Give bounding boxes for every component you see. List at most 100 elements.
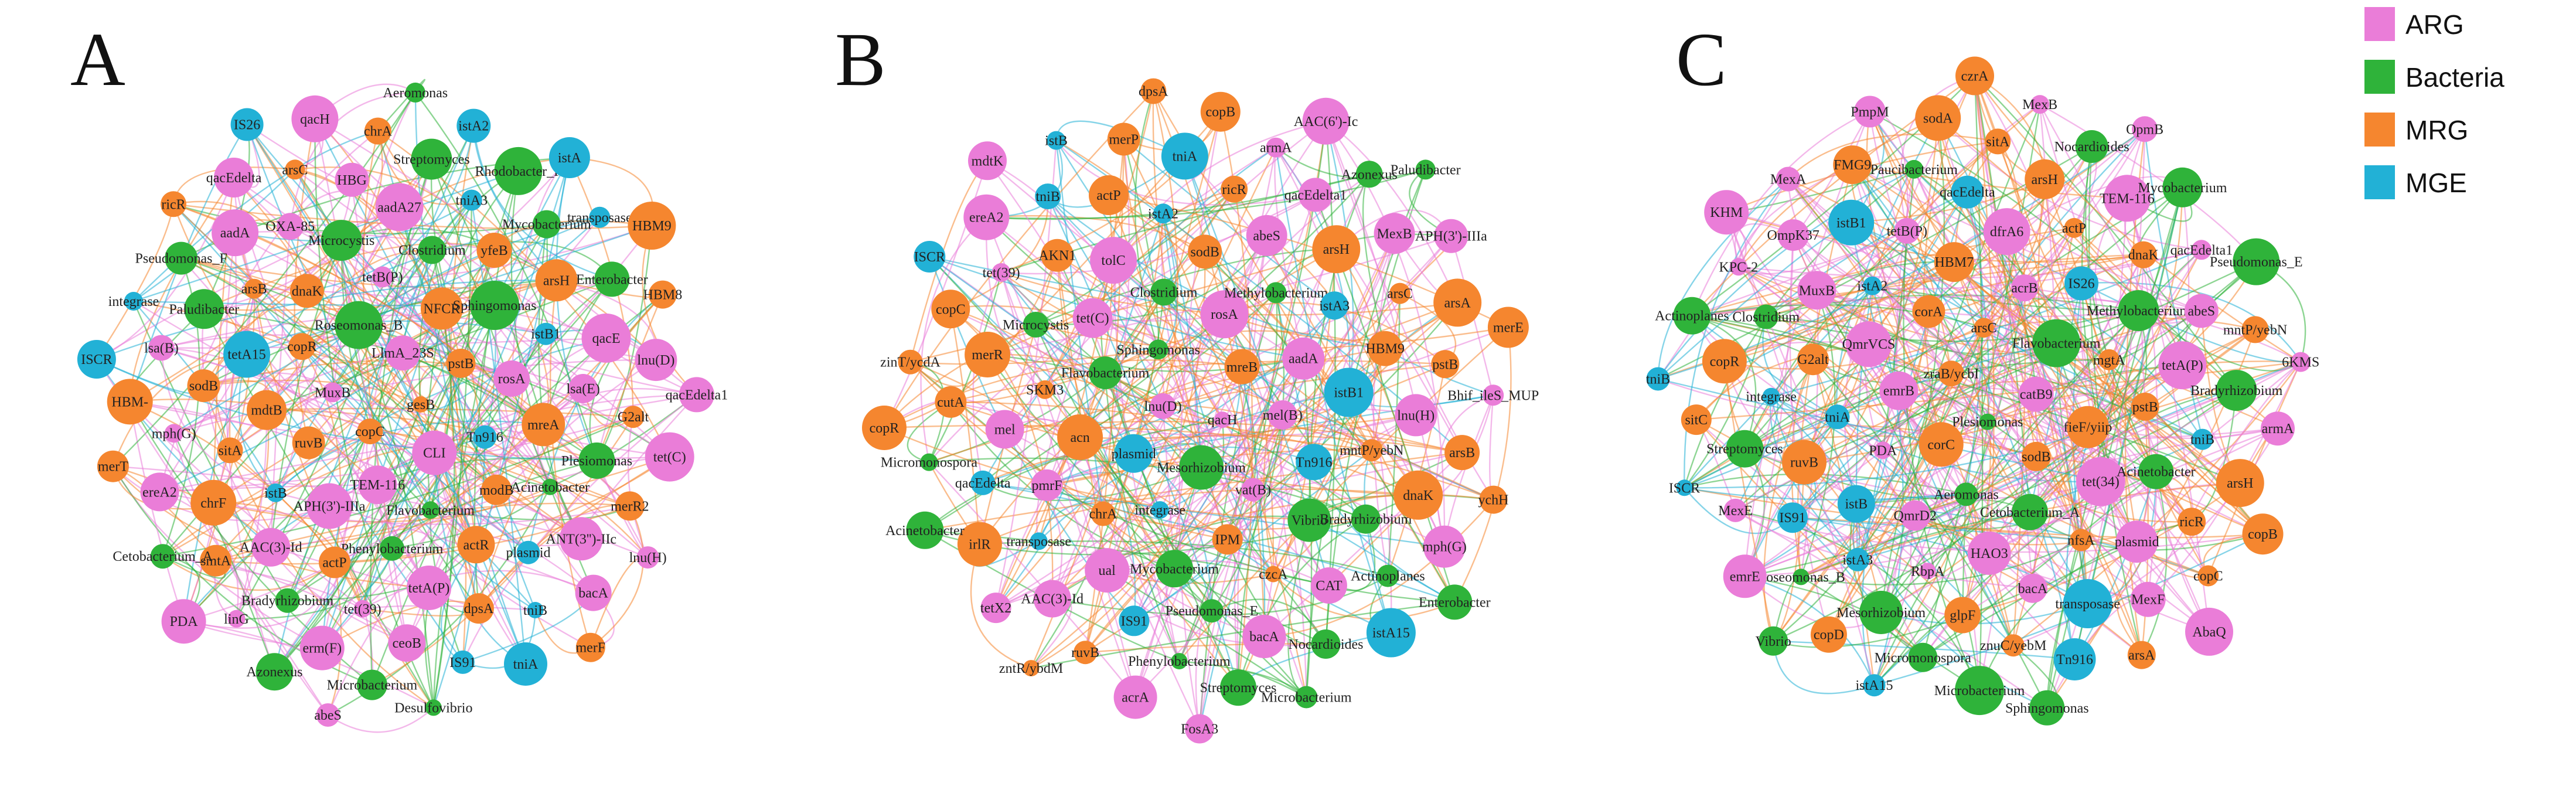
node-label: QmrVCS	[1842, 337, 1896, 352]
node-circle	[1908, 642, 1938, 672]
network-node: AAC(3)-Id	[240, 527, 302, 567]
network-node: istA2	[1148, 203, 1178, 224]
network-node: Microcystis	[308, 220, 374, 261]
node-label: copR	[870, 421, 899, 436]
node-label: AAC(3)-Id	[1021, 592, 1083, 607]
network-node: HBM-	[107, 379, 153, 425]
network-edge	[327, 707, 434, 733]
node-circle	[2011, 274, 2038, 302]
node-label: Aeromonas	[1934, 487, 1999, 502]
network-edge	[159, 288, 255, 493]
network-node: QmrD2	[1894, 500, 1937, 531]
node-circle	[991, 263, 1011, 282]
node-label: FMG9	[1834, 158, 1871, 173]
network-node: lnu(H)	[629, 546, 667, 569]
network-edge	[173, 203, 529, 553]
network-node: ereA2	[140, 472, 179, 512]
node-circle	[2216, 459, 2264, 508]
node-label: NFCR	[424, 302, 461, 317]
network-edge	[2088, 146, 2142, 655]
network-node: dnaK	[289, 274, 324, 308]
network-node: Microbacterium	[327, 669, 418, 700]
network-node: armA	[1260, 137, 1292, 158]
node-label: tet(C)	[1076, 311, 1109, 326]
node-circle	[2291, 352, 2311, 372]
network-edge	[161, 347, 670, 458]
node-circle	[1702, 339, 1747, 384]
node-label: mreB	[1226, 360, 1258, 375]
node-label: arsA	[1444, 295, 1471, 311]
network-node: arsH	[535, 259, 578, 302]
node-circle	[2063, 579, 2112, 628]
network-node: Streptomyces	[393, 138, 470, 180]
node-circle	[1212, 524, 1243, 555]
node-circle	[2131, 392, 2159, 421]
node-circle	[1311, 629, 1341, 659]
network-edge	[1744, 425, 2037, 458]
node-label: merP	[1109, 132, 1139, 148]
node-label: actP	[322, 556, 346, 571]
node-circle	[1776, 166, 1801, 192]
node-circle	[385, 335, 421, 371]
node-circle	[2129, 241, 2157, 268]
network-node: Methylobacterium	[2087, 290, 2190, 331]
node-label: czcA	[1259, 567, 1288, 583]
node-label: plasmid	[1112, 447, 1156, 462]
node-label: lnu(D)	[1144, 399, 1182, 414]
node-circle	[2115, 520, 2158, 563]
node-circle	[223, 331, 271, 378]
node-circle	[1782, 440, 1827, 485]
node-circle	[980, 593, 1011, 624]
node-label: merE	[1493, 321, 1524, 336]
network-node: Bradyrhizobium	[2190, 370, 2283, 411]
node-label: HBM7	[1934, 255, 1974, 270]
legend-swatch-mge	[2364, 165, 2395, 199]
network-edge	[1275, 147, 1463, 453]
node-circle	[1246, 215, 1287, 256]
node-label: arsB	[241, 282, 267, 297]
node-circle	[645, 432, 694, 482]
network-node: dfrA6	[1983, 208, 2030, 256]
node-label: IS26	[2068, 277, 2094, 292]
node-label: tniB	[2190, 433, 2214, 448]
network-edge	[173, 433, 275, 672]
node-label: ricR	[1222, 182, 1246, 198]
network-edge	[1900, 75, 1975, 232]
node-circle	[1156, 550, 1194, 588]
network-node: MuxB	[315, 382, 350, 403]
node-label: actP	[2062, 221, 2086, 236]
network-edge	[1365, 395, 1494, 520]
node-label: sodB	[1191, 244, 1219, 260]
network-edge	[1436, 394, 1494, 547]
node-label: tniA3	[455, 193, 488, 209]
node-circle	[140, 472, 179, 512]
network-edge	[1691, 111, 1870, 316]
network-node: sitA	[217, 437, 243, 464]
node-label: Desulfovibrio	[394, 700, 472, 716]
network-node: HAO3	[1967, 531, 2011, 575]
node-circle	[1859, 591, 1903, 634]
node-label: arsC	[1971, 321, 1997, 336]
network-node: MuxB	[1797, 271, 1836, 310]
network-node: plasmid	[1112, 434, 1156, 473]
node-label: qacEdelta1	[1284, 188, 1347, 203]
network-node: dpsA	[463, 593, 494, 624]
node-label: rosA	[1211, 307, 1238, 322]
node-label: PmpM	[1851, 105, 1889, 120]
node-circle	[266, 483, 285, 502]
node-circle	[1828, 199, 1875, 246]
node-circle	[575, 632, 605, 662]
network-node: MexF	[2130, 581, 2166, 617]
node-label: aadA	[1289, 352, 1318, 367]
node-circle	[1423, 525, 1466, 568]
node-label: tniA	[1173, 149, 1198, 164]
node-label: emrE	[1730, 569, 1760, 584]
node-label: copC	[355, 424, 385, 440]
node-circle	[1894, 217, 1920, 244]
network-edge	[1880, 118, 1945, 613]
network-edge	[925, 451, 1463, 531]
network-node: Streptomyces	[1200, 669, 1276, 706]
node-label: pstB	[2132, 400, 2158, 415]
node-label: plasmid	[2115, 535, 2159, 550]
node-circle	[97, 450, 129, 482]
